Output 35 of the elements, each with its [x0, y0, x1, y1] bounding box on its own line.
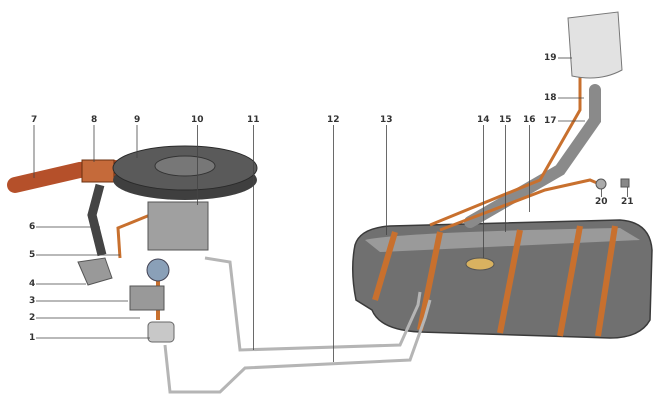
callout-number: 7: [30, 115, 38, 125]
callout-number: 11: [246, 115, 261, 125]
leader-line: [36, 226, 100, 228]
callout-number: 9: [133, 115, 142, 125]
callout-number: 14: [476, 115, 491, 125]
callout-number: 20: [594, 197, 609, 207]
leader-line: [505, 124, 506, 232]
callout-number: 21: [620, 197, 635, 207]
callout-number: 17: [543, 116, 558, 126]
callout-number: 16: [522, 115, 537, 125]
leader-line: [627, 186, 628, 198]
callout-number: 6: [28, 222, 36, 232]
callout-number: 5: [28, 250, 36, 260]
leader-line: [36, 300, 128, 302]
leader-line: [529, 124, 530, 212]
callout-number: 13: [379, 115, 394, 125]
callout-number: 2: [28, 313, 36, 323]
callout-number: 18: [543, 93, 558, 103]
callout-number: 10: [190, 115, 205, 125]
leader-line: [558, 120, 586, 122]
callout-number: 19: [543, 53, 558, 63]
leader-line: [386, 124, 387, 236]
callout-number: 15: [498, 115, 513, 125]
leader-line: [253, 124, 254, 350]
leader-line: [601, 188, 602, 198]
callout-number: 4: [28, 279, 36, 289]
leader-line: [333, 124, 334, 362]
callout-number: 1: [28, 333, 36, 343]
callout-number: 12: [326, 115, 341, 125]
leader-line: [483, 124, 484, 258]
callout-number: 8: [90, 115, 98, 125]
leader-line: [136, 124, 138, 158]
leader-line: [197, 124, 198, 206]
callout-number: 3: [28, 296, 36, 306]
leader-line: [36, 254, 120, 256]
